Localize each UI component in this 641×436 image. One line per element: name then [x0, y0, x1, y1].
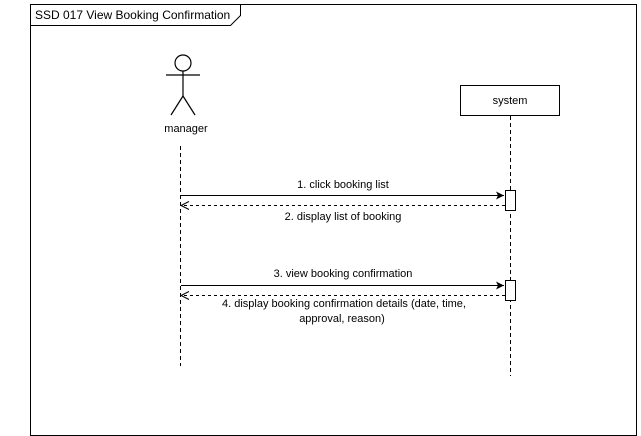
actor-manager-label: manager: [164, 123, 208, 135]
frame-title-tab: [30, 4, 241, 26]
frame-title: SSD 017 View Booking Confirmation: [35, 8, 230, 22]
message-1-label: 1. click booking list: [297, 179, 389, 191]
message-4-label-line-1: 4. display booking confirmation details …: [222, 298, 466, 310]
actor-manager: manager: [164, 54, 208, 135]
activation-bar-2: [505, 280, 516, 301]
stick-figure-icon: [166, 54, 200, 116]
system-box: [460, 85, 560, 116]
message-4-label-line-2: approval, reason): [299, 313, 385, 325]
message-2-label: 2. display list of booking: [285, 211, 402, 223]
actor-system: system: [460, 85, 560, 116]
message-3-label: 3. view booking confirmation: [274, 268, 413, 280]
message-1: 1. click booking list: [181, 179, 504, 200]
message-3: 3. view booking confirmation: [181, 268, 504, 290]
message-4-arrowhead: [179, 291, 190, 300]
message-2: 2. display list of booking: [179, 201, 505, 223]
activation-bar-1: [505, 190, 516, 211]
message-2-arrowhead: [179, 201, 190, 210]
message-4: 4. display booking confirmation details …: [179, 291, 505, 325]
actor-system-label: system: [493, 95, 528, 107]
